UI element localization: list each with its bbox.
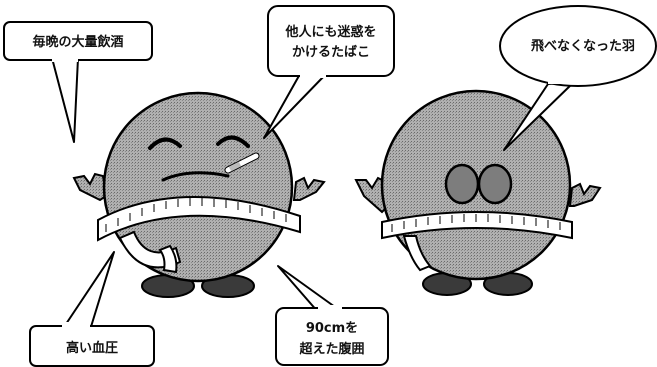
- callout-heavy-drinking: 毎晩の大量飲酒: [3, 21, 153, 143]
- left-eye: [148, 137, 182, 150]
- callout-smoking-line2: かけるたばこ: [292, 45, 370, 60]
- measuring-tape-icon: [97, 195, 301, 274]
- right-eye: [216, 135, 250, 148]
- callout-high-blood-pressure-text: 高い血圧: [66, 340, 118, 356]
- callout-lost-wings-text: 飛べなくなった羽: [530, 39, 635, 54]
- callout-heavy-drinking-text: 毎晩の大量飲酒: [32, 34, 123, 50]
- cigarette-icon: [224, 152, 260, 174]
- left-character: [72, 91, 326, 298]
- left-wing: [72, 172, 108, 202]
- right-char-eye-right: [477, 163, 513, 205]
- callout-high-blood-pressure: 高い血圧: [29, 251, 155, 367]
- mouth: [161, 171, 230, 182]
- callout-waist-line2: 超えた腹囲: [299, 341, 364, 357]
- right-char-right-wing: [568, 182, 602, 207]
- callout-lost-wings: 飛べなくなった羽: [499, 5, 657, 151]
- measuring-tape-icon: [381, 211, 573, 272]
- callout-smoking: 他人にも迷惑を かけるたばこ: [263, 5, 395, 139]
- left-body: [102, 91, 294, 283]
- right-char-eye-left: [444, 163, 480, 205]
- right-character: [354, 89, 602, 296]
- callout-waist-line1: 90cmを: [306, 321, 358, 336]
- callout-smoking-line1: 他人にも迷惑を: [284, 24, 376, 40]
- right-wing: [292, 176, 326, 201]
- callout-waist: 90cmを 超えた腹囲: [275, 265, 389, 366]
